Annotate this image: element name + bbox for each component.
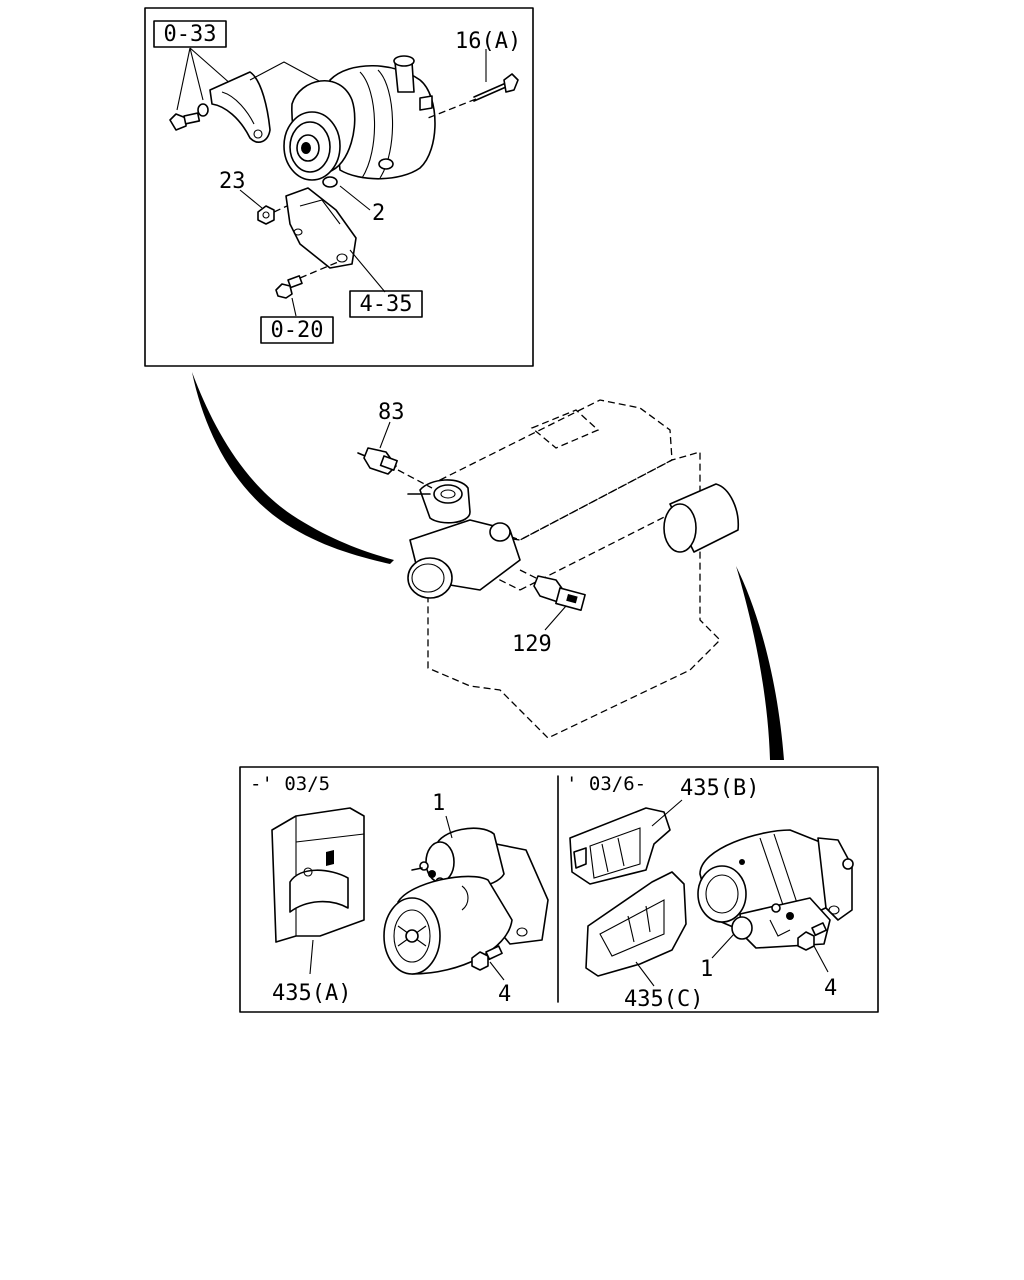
callout-2[interactable]: 2: [372, 201, 385, 226]
starter-motor-early-icon: [383, 827, 549, 975]
ref-label-0-20: 0-20: [271, 318, 324, 343]
mounting-bracket-icon: [285, 187, 357, 269]
engine-block-icon: [407, 399, 740, 739]
pointer-arrow-starter: [736, 566, 784, 760]
temp-sensor-icon: [519, 569, 586, 611]
callout-435c[interactable]: 435(C): [624, 987, 703, 1012]
callout-1-late[interactable]: 1: [700, 957, 713, 982]
starter-bolt-early-icon: [471, 945, 503, 971]
callout-16a[interactable]: 16(A): [455, 29, 521, 54]
callout-83[interactable]: 83: [378, 400, 405, 425]
callout-435a[interactable]: 435(A): [272, 981, 351, 1006]
ref-label-4-35: 4-35: [360, 292, 413, 317]
ref-box-bracket-bolt[interactable]: 0-20: [260, 316, 334, 344]
washer-icon: [197, 103, 209, 117]
callout-435b[interactable]: 435(B): [680, 776, 759, 801]
insulator-pad-a-icon: [271, 807, 365, 943]
long-bolt-icon: [473, 73, 519, 102]
callout-129[interactable]: 129: [512, 632, 552, 657]
insulator-pad-c-icon: [585, 871, 687, 977]
pointer-arrow-alternator: [192, 372, 394, 564]
ref-box-bracket[interactable]: 4-35: [349, 290, 423, 318]
ref-label-0-33: 0-33: [164, 22, 217, 47]
nut-icon: [257, 205, 275, 225]
bolt-icon: [169, 112, 201, 131]
starter-detail-panel: -' 03/5 ' 03/6- 435(A): [239, 766, 879, 1013]
alternator-icon: [283, 55, 436, 188]
callout-4-early[interactable]: 4: [498, 982, 511, 1007]
thermo-sender-icon: [357, 447, 398, 475]
callout-1-early[interactable]: 1: [432, 791, 445, 816]
bracket-bolt-icon: [275, 275, 303, 299]
alternator-detail-panel: 0-33: [144, 7, 534, 367]
starter-motor-late-icon: [697, 829, 854, 949]
insulator-pad-b-icon: [569, 807, 671, 885]
adjusting-bracket-icon: [209, 71, 271, 143]
callout-23[interactable]: 23: [219, 169, 246, 194]
callout-4-late[interactable]: 4: [824, 976, 837, 1001]
ref-box-alt-bolt[interactable]: 0-33: [153, 20, 227, 48]
period-label-early: -' 03/5: [250, 773, 330, 795]
period-label-late: ' 03/6-: [566, 773, 646, 795]
